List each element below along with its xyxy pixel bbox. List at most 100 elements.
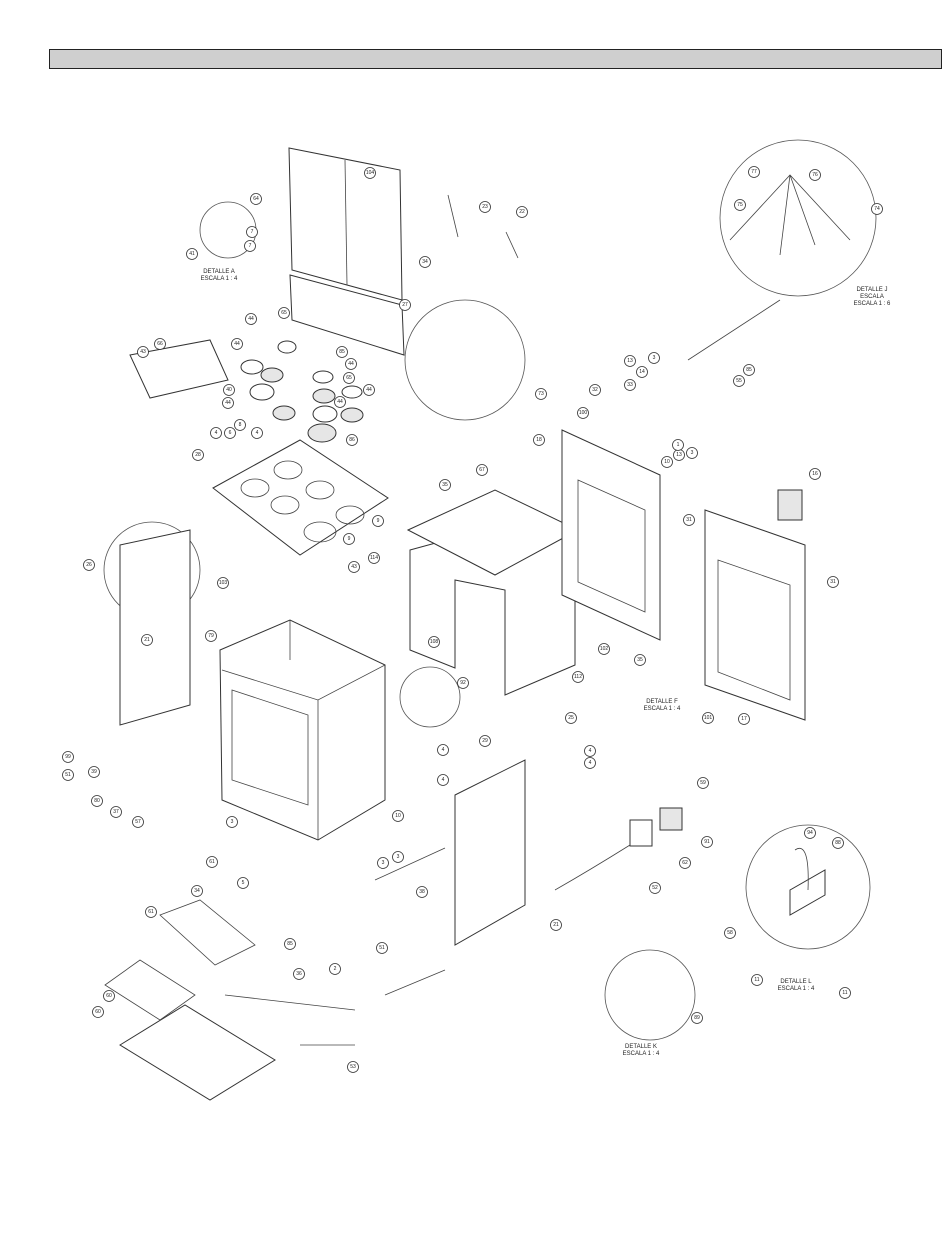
- callout-number: 85: [287, 941, 293, 947]
- callout-number: 51: [379, 945, 385, 951]
- callout-bubble: [679, 857, 691, 869]
- part-callout: 7: [246, 226, 258, 238]
- callout-bubble: [827, 576, 839, 588]
- part-callout: 13: [673, 449, 685, 461]
- callout-bubble: [577, 407, 589, 419]
- callout-bubble: [346, 434, 358, 446]
- callout-bubble: [839, 987, 851, 999]
- callout-number: 3: [653, 355, 656, 361]
- callout-bubble: [363, 384, 375, 396]
- callout-bubble: [697, 777, 709, 789]
- callout-bubble: [691, 1012, 703, 1024]
- callout-bubble: [804, 827, 816, 839]
- part-callout: 85: [743, 364, 755, 376]
- callout-bubble: [132, 816, 144, 828]
- callout-bubble: [748, 166, 760, 178]
- callout-number: 4: [215, 430, 218, 436]
- part-callout: 17: [738, 713, 750, 725]
- callout-number: 73: [538, 391, 544, 397]
- callout-number: 55: [736, 378, 742, 384]
- detail-j-label: ESCALA: [860, 294, 884, 300]
- callout-bubble: [376, 942, 388, 954]
- callout-bubble: [702, 712, 714, 724]
- part-callout: 62: [679, 857, 691, 869]
- callout-number: 60: [106, 993, 112, 999]
- part-callout: 33: [624, 379, 636, 391]
- callout-bubble: [334, 396, 346, 408]
- callout-bubble: [293, 968, 305, 980]
- callout-bubble: [832, 837, 844, 849]
- part-callout: 43: [348, 561, 360, 573]
- callout-bubble: [572, 671, 584, 683]
- callout-number: 4: [589, 748, 592, 754]
- callout-bubble: [222, 397, 234, 409]
- callout-bubble: [110, 806, 122, 818]
- part-callout: 39: [88, 766, 100, 778]
- part-callout: 75: [734, 199, 746, 211]
- callout-bubble: [584, 757, 596, 769]
- part-callout: 18: [533, 434, 545, 446]
- callout-number: 36: [296, 971, 302, 977]
- callout-number: 88: [835, 840, 841, 846]
- valve-bracket: [789, 869, 826, 916]
- callout-bubble: [364, 167, 376, 179]
- callout-number: 21: [144, 637, 150, 643]
- callout-number: 10: [395, 813, 401, 819]
- cooktop-burners: [240, 460, 365, 543]
- part-callout: 9: [372, 515, 384, 527]
- detail-f-label: ESCALA 1 : 4: [644, 706, 681, 712]
- part-callout: 4: [437, 744, 449, 756]
- oven-front: [221, 664, 386, 701]
- callout-bubble: [416, 886, 428, 898]
- callout-number: 5: [242, 880, 245, 886]
- part-callout: 36: [293, 968, 305, 980]
- callout-bubble: [246, 226, 258, 238]
- callout-bubble: [661, 456, 673, 468]
- part-callout: 2: [329, 963, 341, 975]
- callout-bubble: [392, 810, 404, 822]
- callout-number: 2: [334, 966, 337, 972]
- part-callout: 99: [62, 751, 74, 763]
- part-callout: 3: [686, 447, 698, 459]
- rear-cover-window: [717, 559, 791, 701]
- part-callout: 35: [634, 654, 646, 666]
- callout-number: 35: [637, 657, 643, 663]
- callout-bubble: [437, 744, 449, 756]
- callout-number: 7: [249, 243, 252, 249]
- callout-number: 27: [402, 302, 408, 308]
- drawer-slide: [224, 994, 356, 1011]
- part-callout: 100: [577, 407, 589, 419]
- callout-number: 44: [234, 341, 240, 347]
- callout-number: 39: [91, 769, 97, 775]
- side-panel-right: [454, 759, 526, 946]
- callout-number: 53: [350, 1064, 356, 1070]
- part-callout: 27: [399, 299, 411, 311]
- callout-number: 44: [225, 400, 231, 406]
- part-callout: 10: [661, 456, 673, 468]
- callout-number: 108: [430, 639, 439, 645]
- callout-bubble: [624, 355, 636, 367]
- callout-number: 4: [589, 760, 592, 766]
- part-callout: 79: [205, 630, 217, 642]
- detail-circle-k: [604, 949, 696, 1041]
- callout-bubble: [871, 203, 883, 215]
- callout-bubble: [437, 774, 449, 786]
- callout-bubble: [516, 206, 528, 218]
- callout-bubble: [92, 1006, 104, 1018]
- callout-bubble: [648, 352, 660, 364]
- callout-bubble: [224, 427, 236, 439]
- part-callout: 61: [206, 856, 218, 868]
- callout-number: 86: [349, 437, 355, 443]
- callout-bubble: [701, 836, 713, 848]
- part-callout: 57: [132, 816, 144, 828]
- part-callout: 31: [827, 576, 839, 588]
- callout-number: 1: [677, 442, 680, 448]
- callout-bubble: [343, 533, 355, 545]
- callout-number: 3: [231, 819, 234, 825]
- part-callout: 55: [733, 375, 745, 387]
- part-callout: 3: [226, 816, 238, 828]
- callout-number: 80: [94, 798, 100, 804]
- callout-number: 6: [229, 430, 232, 436]
- callout-number: 25: [568, 715, 574, 721]
- callout-number: 38: [419, 889, 425, 895]
